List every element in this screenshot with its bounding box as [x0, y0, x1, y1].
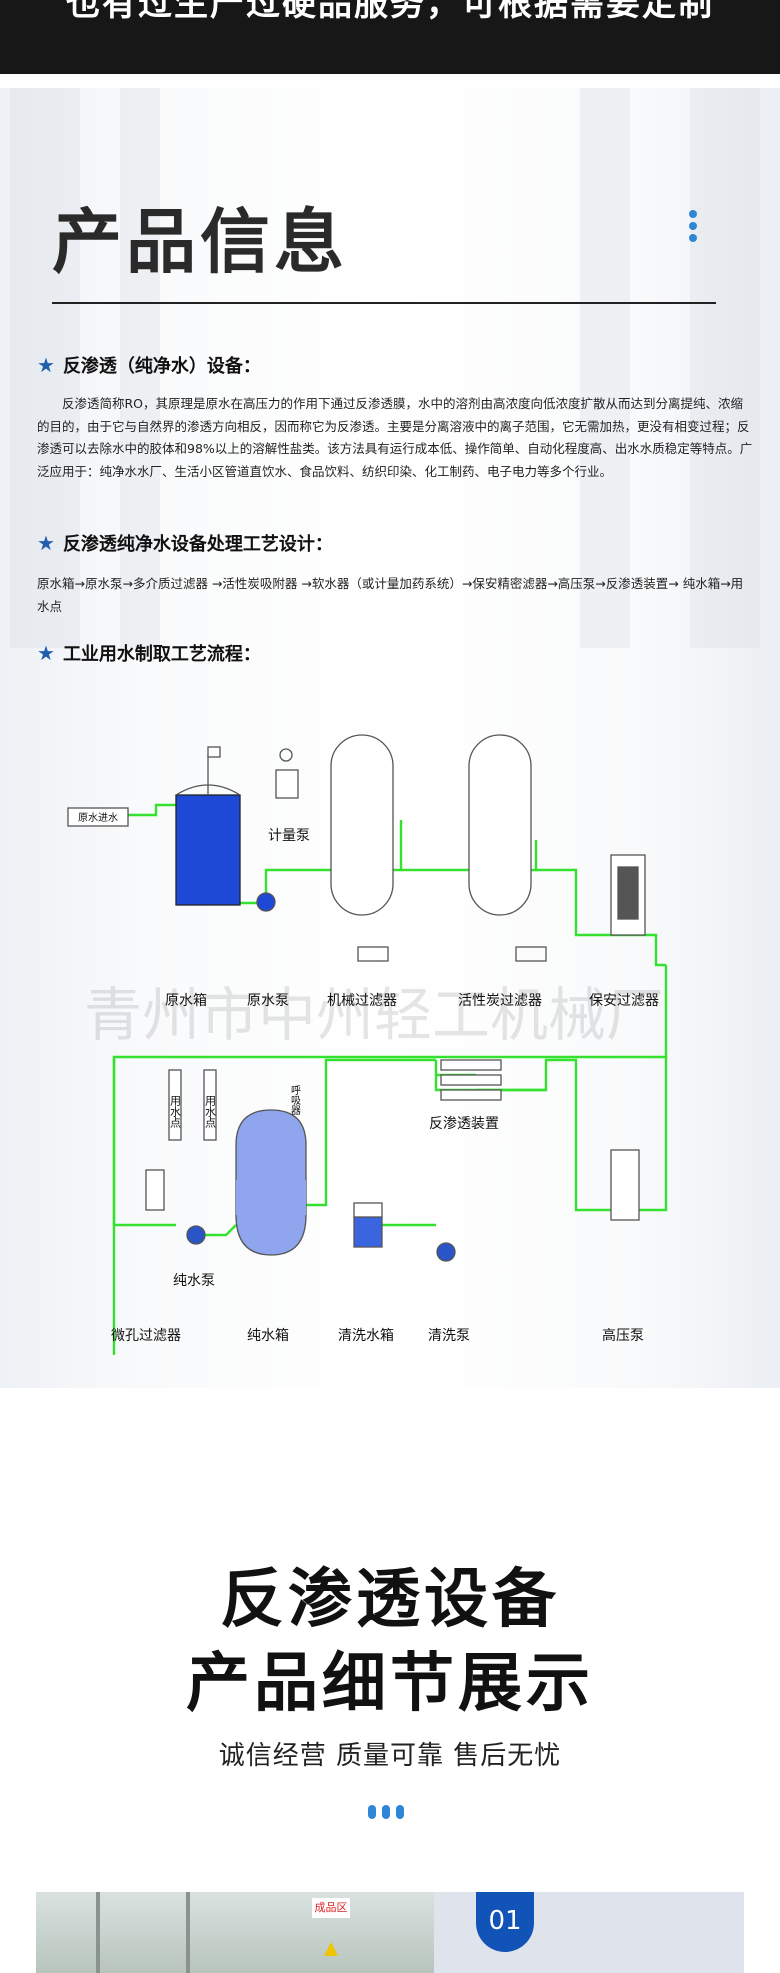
- bg-stripe: [120, 88, 160, 648]
- heading-ro-equipment: ★反渗透（纯净水）设备：: [37, 353, 261, 377]
- heading-process-design: ★反渗透纯净水设备处理工艺设计：: [37, 531, 333, 555]
- vertical-dots-icon: [689, 210, 699, 246]
- photo-bg: [36, 1892, 434, 1973]
- label-mech-filter: 机械过滤器: [327, 993, 397, 1009]
- banner-text: 也有过生产过硬品服务，可根据需要定制: [66, 0, 714, 24]
- heading-industrial-flow: ★工业用水制取工艺流程：: [37, 641, 261, 665]
- label-micro-filter: 微孔过滤器: [111, 1328, 181, 1344]
- equipment-outlines: [67, 734, 646, 1262]
- bg-stripe: [10, 88, 80, 648]
- process-flow-diagram: 青州市中州轻工机械厂 原水进水 计量泵 原水箱 原水泵 机械过滤器 活性炭过滤器…: [67, 734, 668, 1355]
- section-title: 产品信息: [52, 201, 348, 283]
- label-pure-pump: 纯水泵: [173, 1273, 215, 1289]
- horizontal-dots-icon: [368, 1804, 410, 1823]
- label-carbon-filter: 活性炭过滤器: [458, 993, 542, 1009]
- label-ro-unit: 反渗透装置: [429, 1116, 499, 1132]
- photo-pillar: [186, 1892, 190, 1973]
- label-raw-tank: 原水箱: [165, 993, 207, 1009]
- diagram-watermark: 青州市中州轻工机械厂: [84, 981, 664, 1049]
- label-clean-tank: 清洗水箱: [338, 1328, 394, 1344]
- label-security-filter: 保安过滤器: [589, 993, 659, 1009]
- photo-pillar: [96, 1892, 100, 1973]
- title-divider: [52, 302, 716, 304]
- area-sign: 成品区: [312, 1898, 350, 1918]
- paragraph-process: 原水箱→原水泵→多介质过滤器 →活性炭吸附器 →软水器（或计量加药系统）→保安精…: [37, 576, 744, 614]
- factory-photo: 成品区: [36, 1892, 434, 1973]
- background: [0, 88, 780, 1388]
- number-badge: 01: [476, 1892, 534, 1952]
- star-icon: ★: [37, 641, 55, 665]
- hero-subtitle: 诚信经营 质量可靠 售后无忧: [218, 1741, 562, 1771]
- bg-stripe: [690, 88, 760, 648]
- bg-stripe: [580, 88, 630, 648]
- label-use-point-1: 用水点: [169, 1095, 182, 1129]
- top-banner: 也有过生产过硬品服务，可根据需要定制: [0, 0, 780, 74]
- label-hp-pump: 高压泵: [602, 1327, 644, 1344]
- label-breather: 呼吸器: [289, 1085, 301, 1116]
- star-icon: ★: [37, 531, 55, 555]
- hero-title-line2: 产品细节展示: [186, 1647, 594, 1721]
- label-raw-pump: 原水泵: [247, 993, 289, 1009]
- paragraph-ro-intro: 反渗透简称RO，其原理是原水在高压力的作用下通过反渗透膜，水中的溶剂由高浓度向低…: [37, 396, 753, 479]
- label-pure-tank: 纯水箱: [247, 1328, 289, 1344]
- hero-title-line1: 反渗透设备: [220, 1563, 560, 1637]
- label-use-point-2: 用水点: [204, 1095, 217, 1129]
- label-inlet: 原水进水: [78, 812, 118, 824]
- star-icon: ★: [37, 353, 55, 377]
- label-clean-pump: 清洗泵: [428, 1328, 470, 1344]
- label-metering-pump: 计量泵: [268, 828, 310, 844]
